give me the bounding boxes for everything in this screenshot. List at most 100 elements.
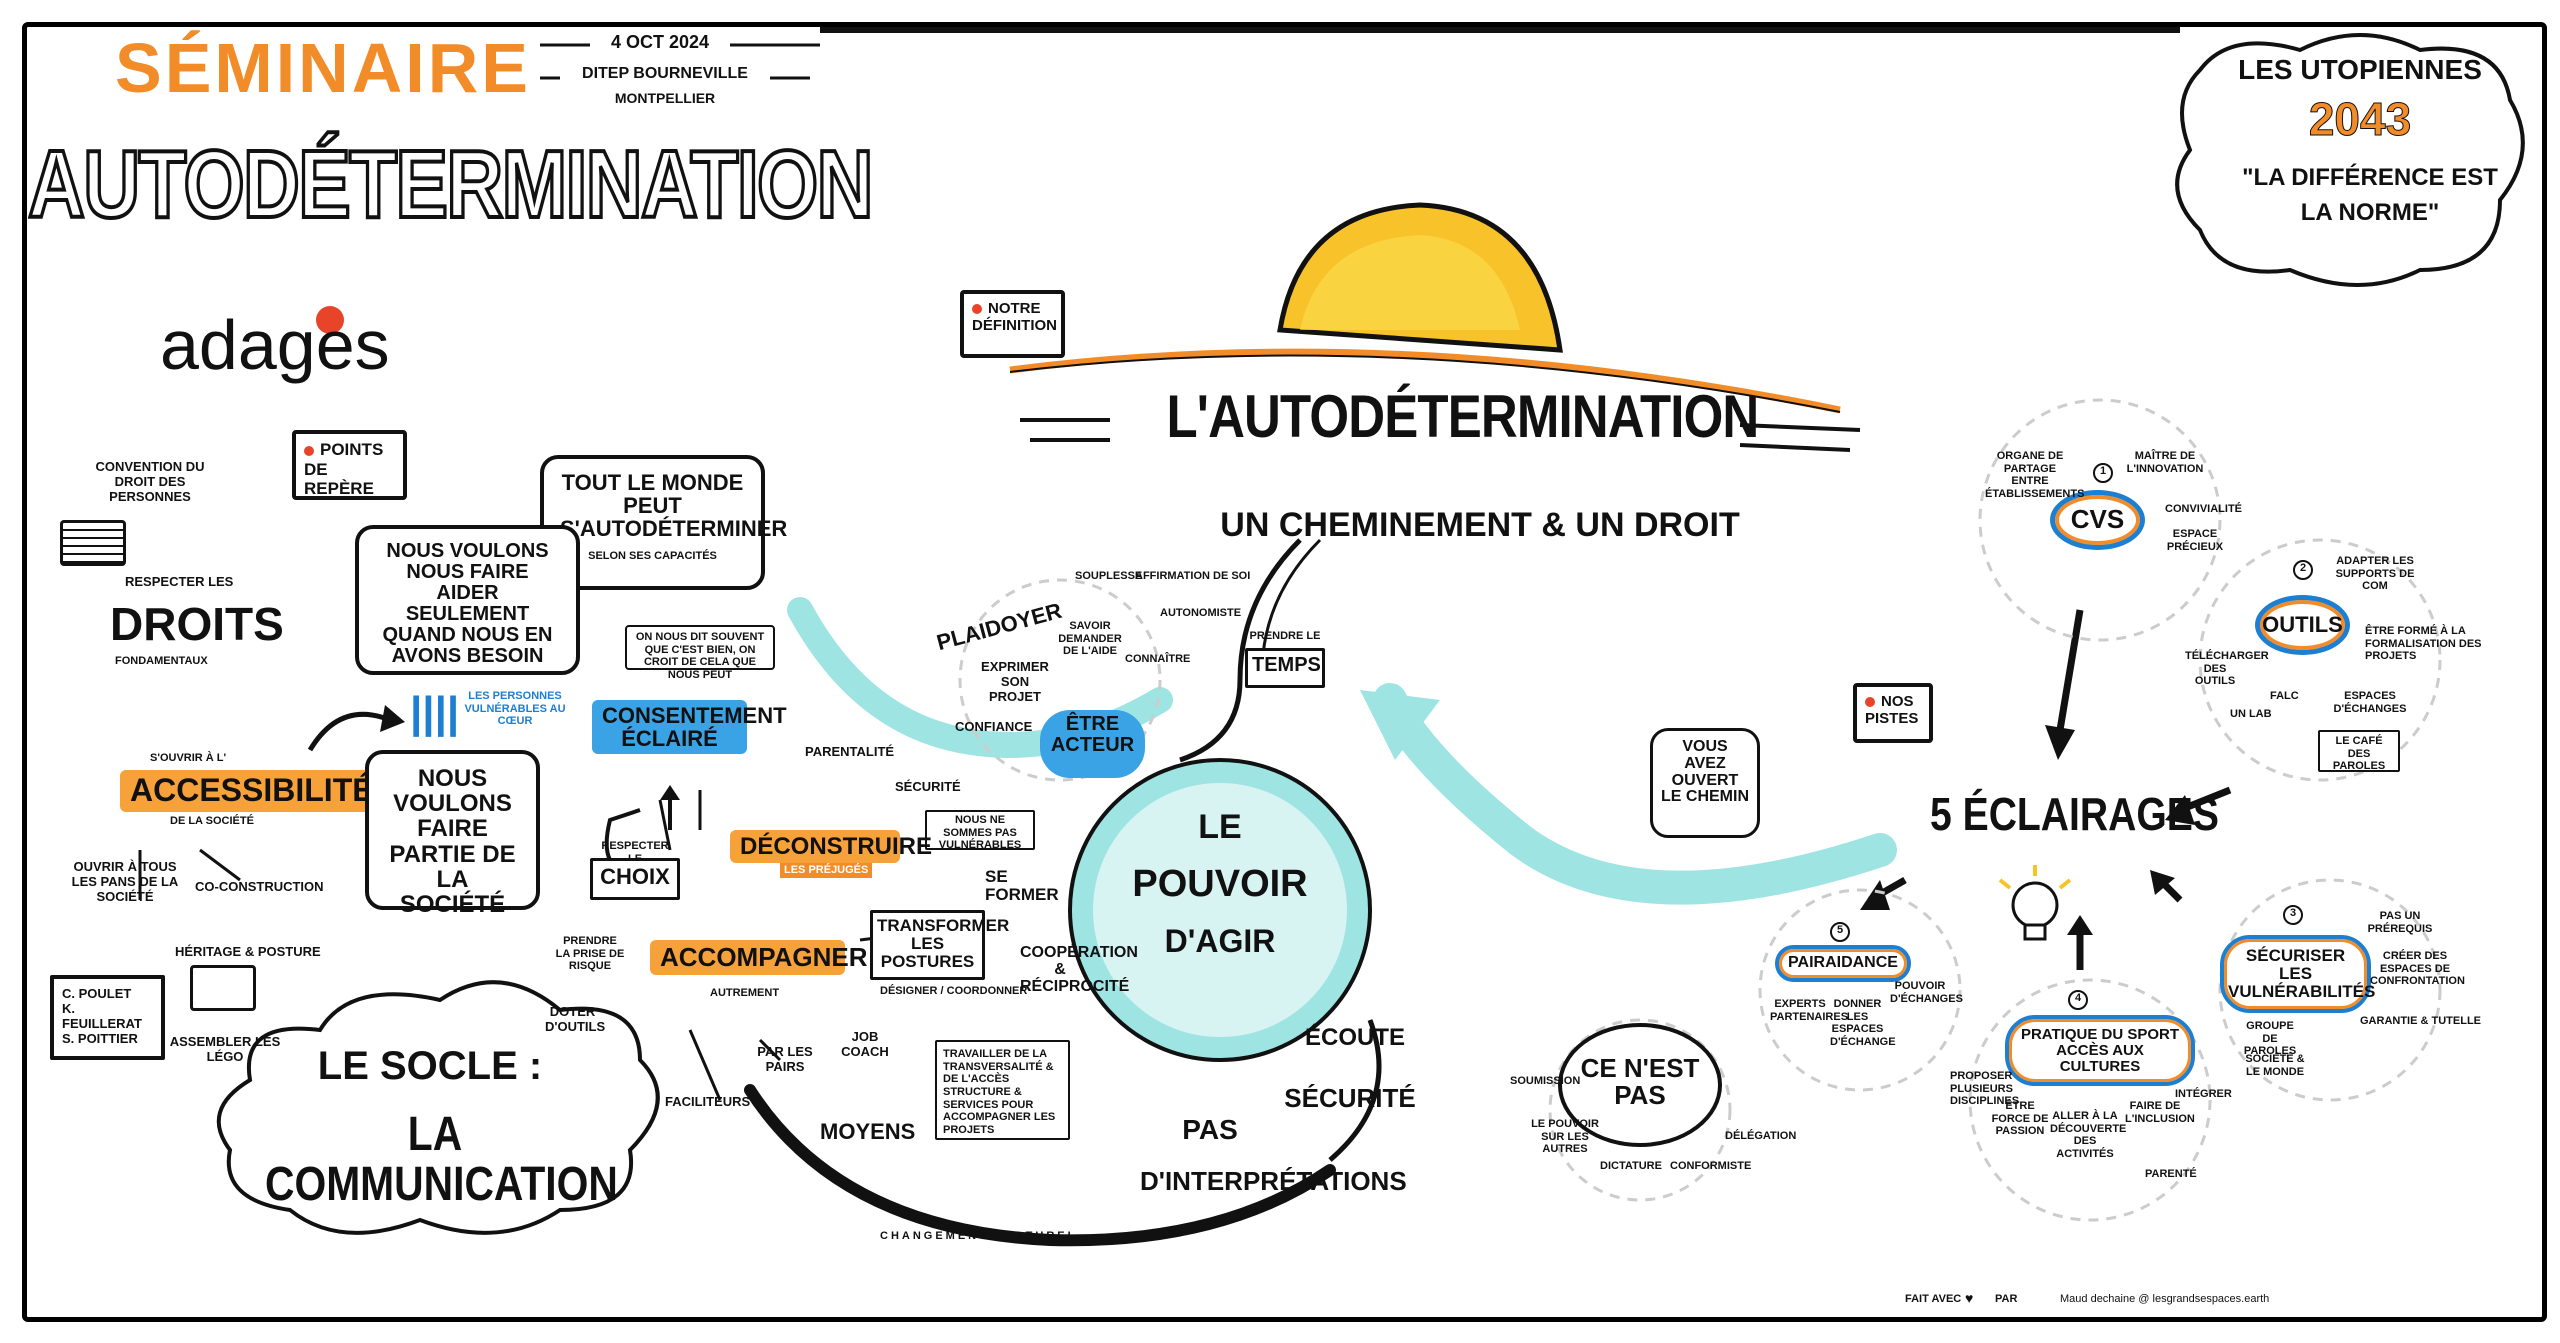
sec-groupe: GROUPE DE PAROLES [2243, 1020, 2297, 1058]
moyens-text: MOYENS [820, 1119, 916, 1144]
pouvoir-le: LE [1198, 808, 1242, 846]
ecoute-text: ÉCOUTE [1304, 1024, 1405, 1051]
bubble-vous-avez: VOUS AVEZ OUVERT LE CHEMIN [1650, 728, 1760, 838]
num-3: 3 [2283, 905, 2303, 925]
interpretations-text: D'INTERPRÉTATIONS [1140, 1166, 1407, 1196]
definition-tag: NOTRE DÉFINITION [960, 290, 1065, 358]
heart-icon: ♥ [1965, 1290, 1974, 1306]
socle-heading: LE SOCLE : [317, 1044, 543, 1088]
pouvoir-pouvoir: POUVOIR [1132, 863, 1308, 905]
prat-proposer: PROPOSER PLUSIEURS DISCIPLINES [1950, 1070, 2020, 1108]
num-4: 4 [2068, 990, 2088, 1010]
pouvoir-dagir: D'AGIR [1164, 923, 1276, 959]
accompagner-label: ACCOMPAGNER [650, 940, 868, 976]
doter-text: DOTER D'OUTILS [545, 1004, 606, 1034]
job-coach-text: JOB COACH [841, 1029, 889, 1059]
sec-societe: SOCIÉTÉ & LE MONDE [2245, 1053, 2305, 1078]
temps-box: TEMPS [1245, 648, 1325, 688]
transformer-box: TRANSFORMER LES POSTURES [870, 910, 1009, 980]
footer-credit: Maud dechaine @ lesgrandsespaces.earth [2060, 1293, 2270, 1305]
securiser-node: SÉCURISER LES VULNÉRABILITÉS [2220, 935, 2375, 1013]
num-5: 5 [1830, 922, 1850, 942]
se-former-text: SE FORMER [985, 867, 1059, 904]
prat-aller: ALLER À LA DÉCOUVERTE DES ACTIVITÉS [2050, 1110, 2127, 1160]
sec-creer: CRÉER DES ESPACES DE CONFRONTATION [2370, 950, 2465, 988]
facilitateurs-text: FACILITEURS [665, 1094, 751, 1109]
prat-etre: ÊTRE FORCE DE PASSION [1991, 1100, 2049, 1138]
event-date: 4 OCT 2024 [610, 32, 710, 52]
connaitre-text: CONNAÎTRE [1125, 653, 1191, 665]
securite2-text: SÉCURITÉ [1284, 1083, 1416, 1113]
parentalite-text: PARENTALITÉ [805, 744, 895, 759]
num-1: 1 [2093, 463, 2113, 483]
cafe-box: LE CAFÉ DES PAROLES [2318, 730, 2400, 772]
bars-icon: |||| [410, 688, 460, 737]
autrement-text: AUTREMENT [710, 987, 780, 999]
fondamentaux-text: FONDAMENTAUX [115, 655, 208, 667]
bubble-faire-partie: NOUS VOULONS FAIRE PARTIE DE LA SOCIÉTÉ [365, 750, 540, 917]
lego-icon [190, 965, 256, 1011]
utopiennes-quote-2: LA NORME" [2300, 199, 2440, 226]
delegation-text: DÉLÉGATION [1725, 1130, 1797, 1142]
main-title: L'AUTODÉTERMINATION [1166, 383, 1760, 450]
sec-garantie: GARANTIE & TUTELLE [2360, 1015, 2481, 1027]
prise-risque-text: PRENDRE LA PRISE DE RISQUE [555, 935, 625, 973]
cvs-espace: ESPACE PRÉCIEUX [2166, 528, 2224, 553]
outils-espaces: ESPACES D'ÉCHANGES [2333, 690, 2407, 715]
red-dot-icon [1865, 697, 1875, 708]
accessibilite-pre: S'OUVRIR À L' [150, 752, 227, 764]
assembler-text: ASSEMBLER LES LÉGO [169, 1034, 281, 1064]
exprimer-text: EXPRIMER SON PROJET [981, 659, 1049, 704]
book-icon [60, 520, 126, 566]
prendre-temps-text: PRENDRE LE [1249, 630, 1321, 642]
consentement-eclaire: CONSENTEMENT ÉCLAIRÉ [592, 700, 787, 755]
affirmation-text: AFFIRMATION DE SOI [1135, 570, 1251, 582]
main-subtitle: UN CHEMINEMENT & UN DROIT [1220, 506, 1740, 544]
pratique-node: PRATIQUE DU SPORT ACCÈS AUX CULTURES [2005, 1015, 2195, 1087]
souplesse-text: SOUPLESSE [1075, 570, 1143, 582]
seminaire-title: SÉMINAIRE [115, 29, 531, 107]
bubble-on-nous-dit: ON NOUS DIT SOUVENT QUE C'EST BIEN, ON C… [625, 625, 775, 681]
choix-box: CHOIX [590, 858, 680, 900]
num-2: 2 [2293, 560, 2313, 580]
board-frame [22, 22, 2547, 1322]
pair-pouvoir: POUVOIR D'ÉCHANGES [1890, 980, 1963, 1005]
par-les-pairs-text: PAR LES PAIRS [757, 1044, 813, 1074]
outils-falc: FALC [2270, 690, 2299, 702]
designer-text: DÉSIGNER / COORDONNER [880, 985, 1028, 997]
droits-text: DROITS [110, 598, 284, 650]
utopiennes-quote-1: "LA DIFFÉRENCE EST [2242, 164, 2498, 191]
cvs-maitre: MAÎTRE DE L'INNOVATION [2126, 450, 2204, 475]
pouvoir-sur-text: LE POUVOIR SUR LES AUTRES [1531, 1118, 1599, 1156]
confiance-text: CONFIANCE [955, 719, 1033, 734]
author-1: C. POULET [62, 986, 132, 1001]
red-dot-icon [304, 445, 314, 456]
etre-acteur-label: ÊTRE ACTEUR [1040, 710, 1145, 778]
travailler-box: TRAVAILLER DE LA TRANSVERSALITÉ & DE L'A… [935, 1040, 1070, 1140]
pairaidance-node: PAIRAIDANCE [1775, 945, 1911, 982]
conformiste-text: CONFORMISTE [1670, 1160, 1752, 1172]
prat-parente: PARENTÉ [2145, 1168, 2197, 1180]
pistes-tag: NOS PISTES [1853, 683, 1933, 743]
ce-nest-pas: CE N'EST PAS [1580, 1053, 1700, 1111]
cvs-node: CVS [2050, 490, 2145, 550]
pair-experts: EXPERTS PARTENAIRES [1770, 998, 1849, 1023]
dictature-text: DICTATURE [1600, 1160, 1662, 1172]
adages-logo: adages [160, 306, 390, 384]
utopiennes-title: LES UTOPIENNES [2238, 54, 2482, 85]
outils-etre: ÊTRE FORMÉ À LA FORMALISATION DES PROJET… [2365, 625, 2482, 663]
accessibilite-label: ACCESSIBILITÉ [120, 770, 384, 812]
soumission-text: SOUMISSION [1510, 1075, 1581, 1087]
changement-culturel: CHANGEMENT CULTUREL [880, 1230, 1078, 1242]
footer-fait: FAIT AVEC [1905, 1293, 1962, 1305]
pas-text: PAS [1182, 1114, 1238, 1145]
savoir-text: SAVOIR DEMANDER DE L'AIDE [1058, 620, 1122, 658]
prat-faire: FAIRE DE L'INCLUSION [2125, 1100, 2195, 1125]
autodetermination-heading: AUTODÉTERMINATION [26, 131, 875, 238]
socle-communication: LA COMMUNICATION [265, 1108, 618, 1212]
reperes-tag: POINTS DE REPÈRE [292, 430, 407, 500]
prejuges-text: LES PRÉJUGÉS [780, 863, 873, 878]
personnes-vulnerables: LES PERSONNES VULNÉRABLES AU CŒUR [464, 690, 566, 728]
pas-vulnerables-box: NOUS NE SOMMES PAS VULNÉRABLES [925, 810, 1035, 851]
bubble-nous-faire-aider: NOUS VOULONS NOUS FAIRE AIDER SEULEMENT … [355, 525, 580, 675]
